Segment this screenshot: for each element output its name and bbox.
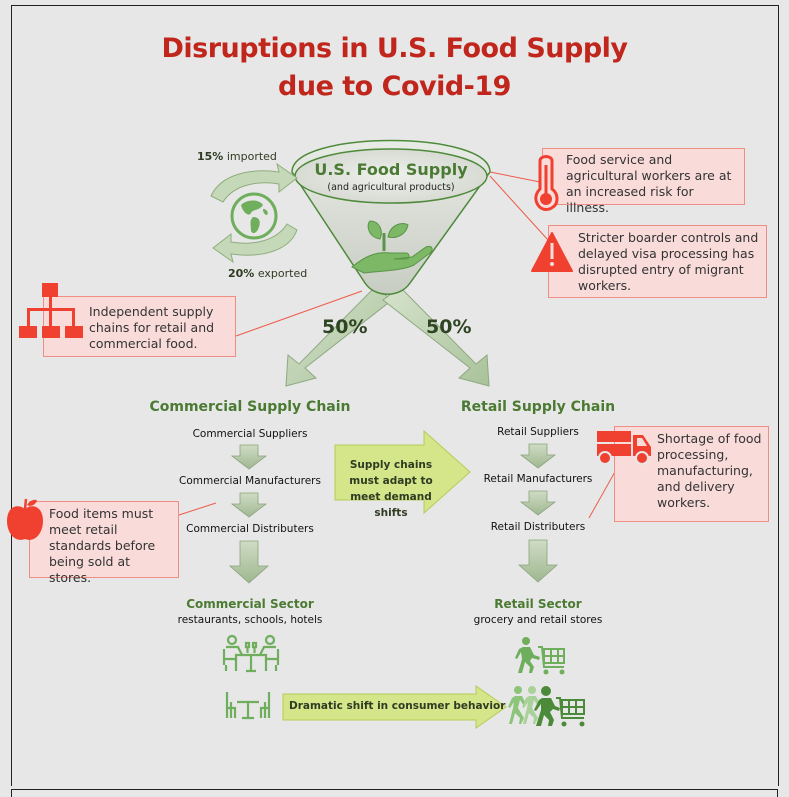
funnel-heading: U.S. Food Supply [314,160,468,179]
globe-icon [230,192,278,240]
export-arrow [212,223,298,264]
note-independent-text: Independent supply chains for retail and… [89,304,215,351]
commercial-heading: Commercial Supply Chain [149,399,351,415]
thermometer-icon [534,155,559,211]
frame-edge [11,789,12,797]
warning-triangle-icon [531,232,573,272]
down-arrow [519,443,557,469]
down-arrow [519,490,557,516]
title-line-1: Disruptions in U.S. Food Supply [161,33,628,64]
retail-step: Retail Suppliers [497,426,579,438]
retail-step: Retail Manufacturers [483,473,593,485]
commercial-sector-desc: restaurants, schools, hotels [177,614,323,626]
dining-people-icon [222,634,280,673]
adapt-callout-text: Supply chains must adapt to meet demand … [349,459,433,519]
empty-table-icon [225,692,271,720]
note-border: Stricter boarder controls and delayed vi… [548,225,767,298]
note-shortage-text: Shortage of food processing, manufacturi… [657,431,762,510]
truck-icon [597,431,651,465]
retail-sector-title: Retail Sector [494,597,582,611]
note-border-text: Stricter boarder controls and delayed vi… [578,230,759,293]
down-arrow [228,540,270,584]
shift-callout-shape [282,685,507,729]
plant-in-hand-icon [351,220,433,274]
split-arrow-left [285,286,393,387]
shift-callout-text: Dramatic shift in consumer behavior [289,700,506,712]
note-illness-text: Food service and agricultural workers ar… [566,152,732,215]
adapt-callout-shape [334,429,471,515]
funnel-subheading: (and agricultural products) [327,182,455,193]
exported-label: 20% exported [228,267,307,280]
note-standards-text: Food items must meet retail standards be… [49,506,156,585]
split-right-pct: 50% [426,316,472,338]
note-illness: Food service and agricultural workers ar… [542,148,745,215]
commercial-step: Commercial Manufacturers [179,475,321,487]
down-arrow [230,444,268,470]
imported-label: 15% imported [197,150,277,163]
imported-pct: 15% [197,150,224,163]
shopper-cart-icon [515,637,565,675]
org-chart-icon [19,283,83,338]
retail-step: Retail Distributers [490,521,586,533]
commercial-step: Commercial Suppliers [192,428,308,440]
crowd-shoppers-icon [508,686,585,727]
commercial-step: Commercial Distributers [186,523,314,535]
import-arrow [210,162,298,203]
down-arrow [230,492,268,518]
frame-divider [11,789,778,790]
import-export-cycle [210,162,298,264]
page-title: Disruptions in U.S. Food Supply due to C… [0,30,789,106]
retail-heading: Retail Supply Chain [460,399,616,415]
note-standards: Food items must meet retail standards be… [29,501,179,585]
imported-text: imported [226,150,277,163]
exported-text: exported [257,267,308,280]
title-line-2: due to Covid-19 [278,71,511,102]
split-arrow-right [382,286,490,387]
commercial-sector-title: Commercial Sector [186,597,314,611]
frame-edge [777,789,778,797]
split-left-pct: 50% [322,316,368,338]
page-frame [11,5,779,786]
retail-sector-desc: grocery and retail stores [473,614,603,626]
down-arrow [517,539,559,583]
apple-icon [7,498,43,540]
exported-pct: 20% [228,267,255,280]
